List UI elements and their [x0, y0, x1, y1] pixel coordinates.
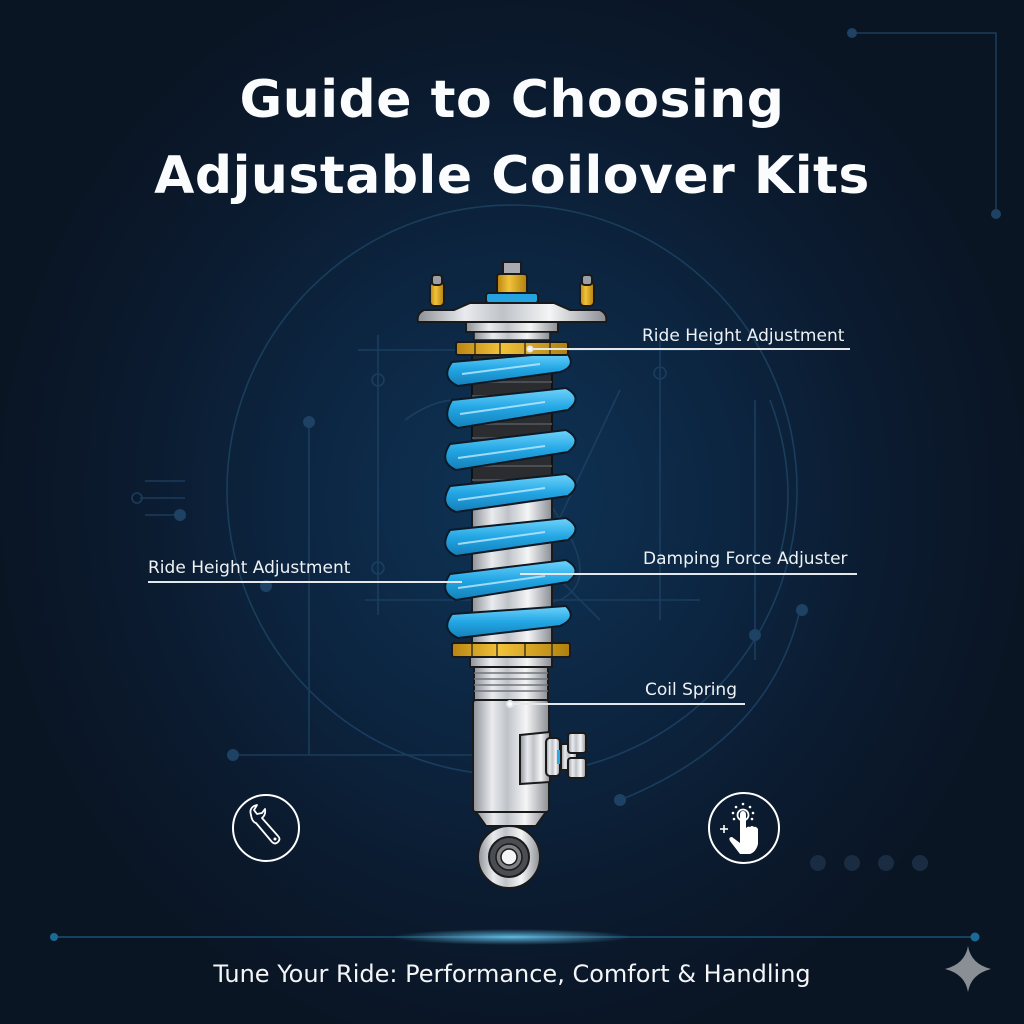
title-line-2: Adjustable Coilover Kits	[154, 146, 870, 206]
damping-adjuster-knob	[519, 730, 587, 786]
callout-damping-force: Damping Force Adjuster	[643, 549, 848, 569]
callout-coil-spring: Coil Spring	[645, 680, 737, 700]
sparkle-icon	[945, 946, 991, 992]
wrench-icon	[232, 794, 300, 862]
touch-adjust-icon	[708, 792, 780, 864]
dot	[878, 855, 894, 871]
dot	[844, 855, 860, 871]
dot	[810, 855, 826, 871]
pagination-dots	[810, 855, 928, 871]
callout-ride-height-left: Ride Height Adjustment	[148, 558, 351, 578]
title-line-1: Guide to Choosing	[239, 70, 785, 130]
top-mount-plate	[416, 302, 608, 323]
mount-studs	[429, 261, 595, 307]
footer-tagline: Tune Your Ride: Performance, Comfort & H…	[213, 960, 811, 988]
dot	[912, 855, 928, 871]
coil-spring	[444, 350, 577, 640]
callout-ride-height-top: Ride Height Adjustment	[642, 326, 845, 346]
threaded-section	[473, 666, 549, 702]
